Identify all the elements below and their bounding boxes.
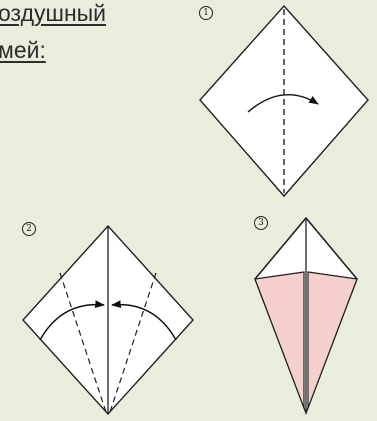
step-3-left-flap xyxy=(255,272,304,408)
step-1-diagram xyxy=(200,6,368,196)
step-2-diagram xyxy=(23,226,193,414)
step-3-right-flap xyxy=(308,272,357,408)
step-3-diagram xyxy=(255,218,357,413)
